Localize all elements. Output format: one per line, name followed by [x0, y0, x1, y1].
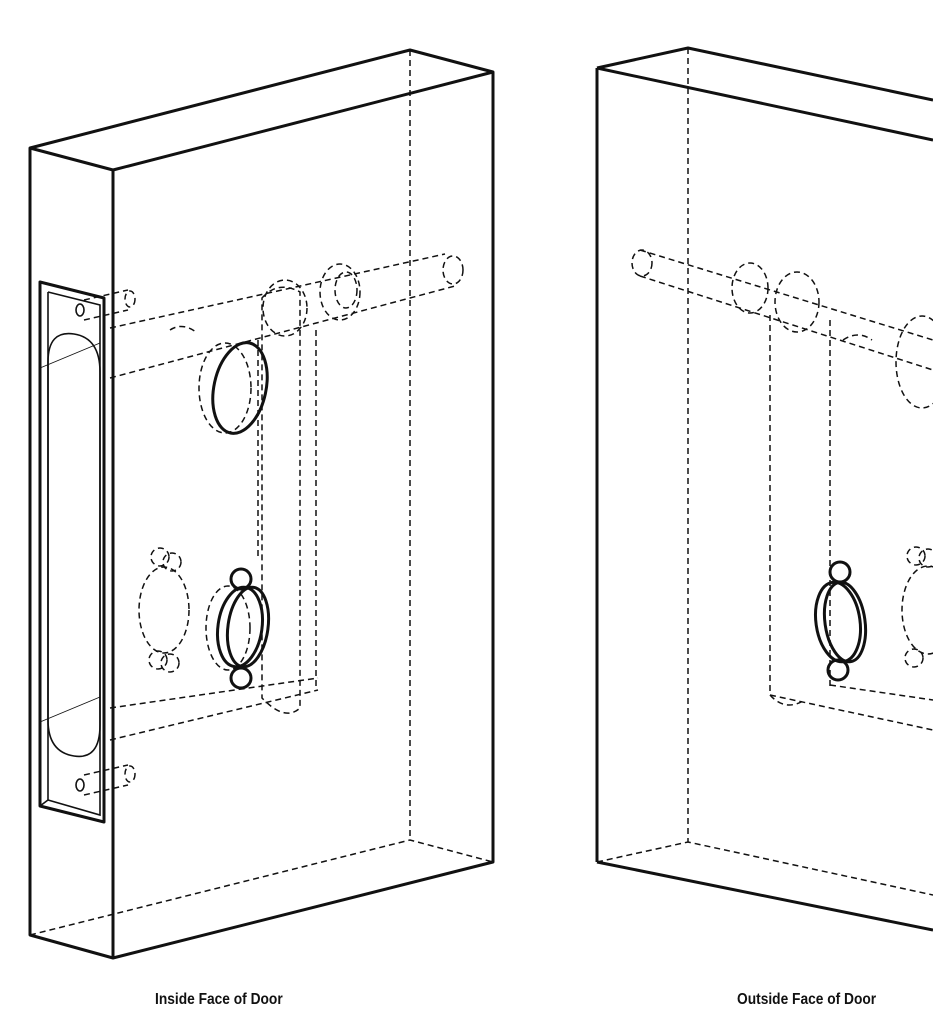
screw-bores: [83, 289, 136, 796]
inside-door-drawing: [28, 48, 495, 960]
inside-face-caption: Inside Face of Door: [155, 991, 283, 1008]
lower-lock-cutout: [138, 547, 271, 690]
edge-strike-plate: [38, 280, 106, 824]
upper-bolt-bore: [109, 253, 464, 379]
lower-bolt-bore: [109, 677, 319, 741]
outside-mortise-pocket: [769, 315, 831, 706]
outside-bolt-bore: [631, 249, 933, 409]
outside-lock-cutout: [769, 546, 933, 731]
outside-door-slab: [595, 46, 933, 932]
upper-cylinder-cutout: [198, 341, 269, 435]
outside-face-caption: Outside Face of Door: [737, 991, 877, 1008]
inside-door-slab: [28, 48, 495, 960]
outside-door-drawing: [595, 46, 933, 932]
mortise-pocket: [261, 286, 301, 714]
